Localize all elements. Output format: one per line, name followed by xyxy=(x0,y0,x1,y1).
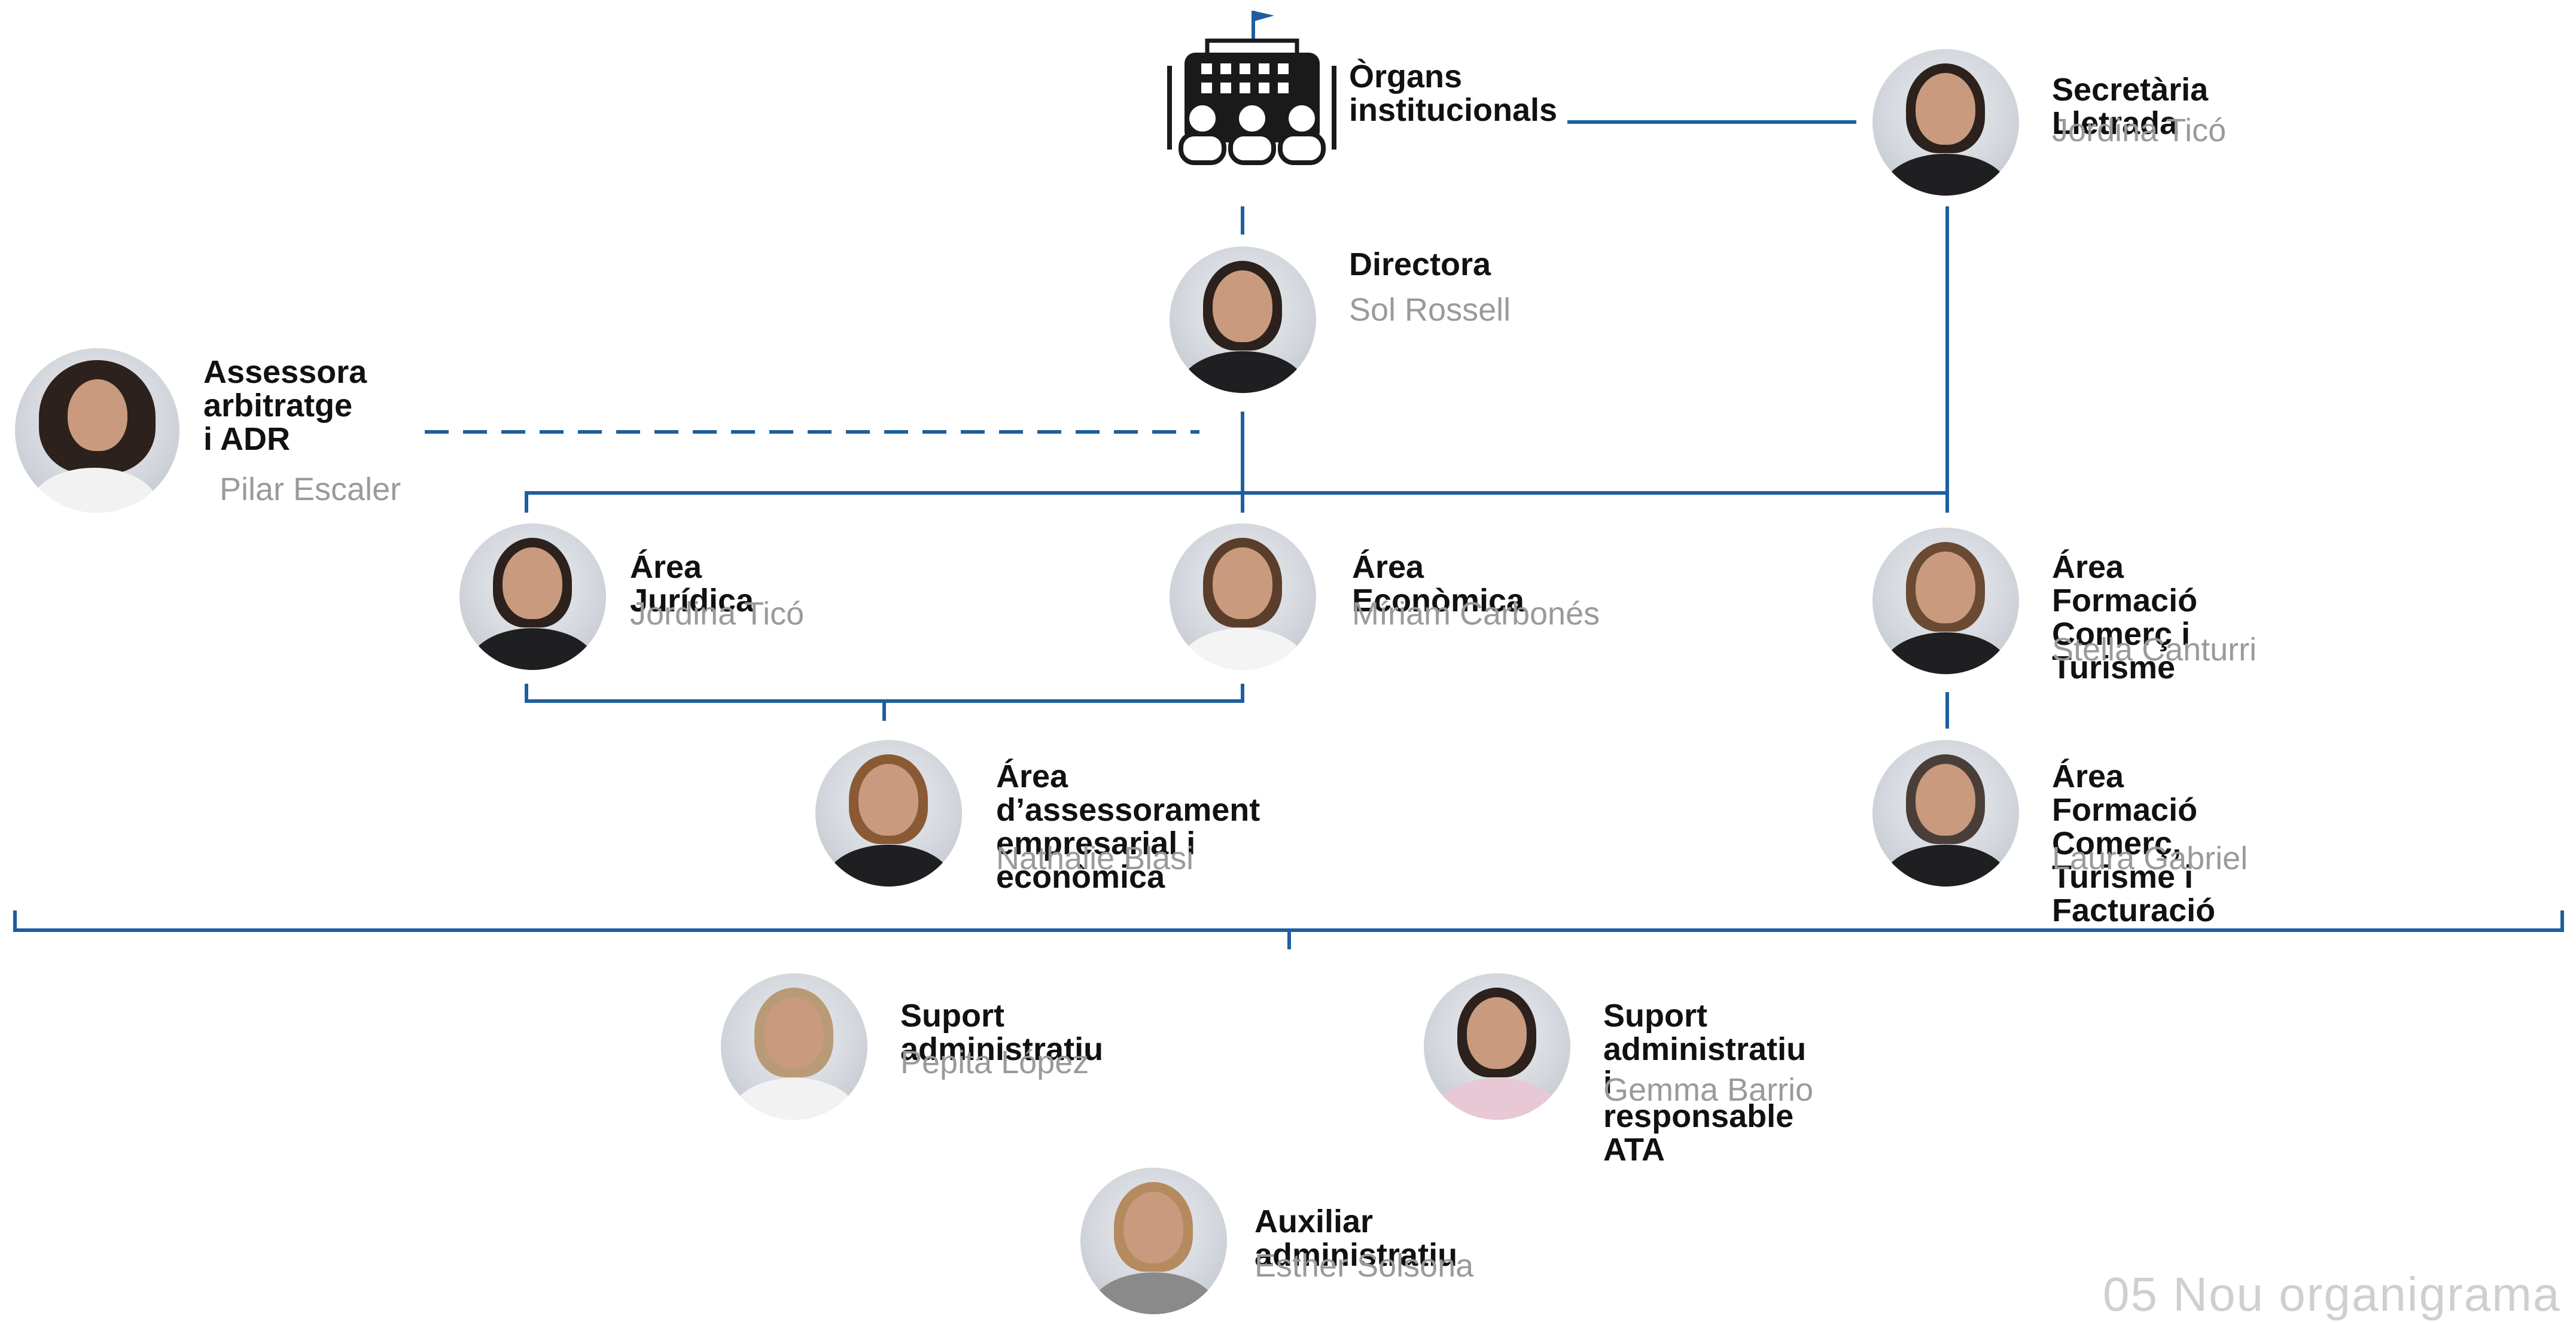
avatar xyxy=(1872,528,2019,674)
institution-board-icon xyxy=(1167,11,1336,165)
avatar xyxy=(1872,49,2019,196)
avatar xyxy=(1170,523,1316,670)
avatar xyxy=(459,523,606,670)
person-name: Jordina Ticó xyxy=(630,596,805,632)
role-title: Suport administratiu xyxy=(900,998,1104,1067)
page-footer: 05 Nou organigrama de xyxy=(2103,1268,2576,1321)
role-title: Secretària Lletrada xyxy=(2052,72,2209,141)
person-name: Nathalie Blasi xyxy=(996,840,1194,876)
person-name: Pepita López xyxy=(900,1044,1089,1080)
avatar xyxy=(1424,973,1570,1120)
institutional-bodies-label: Òrgans institucionals xyxy=(1349,59,1558,128)
role-title: Assessora arbitratge i ADR xyxy=(203,354,367,457)
role-title: Área Econòmica xyxy=(1352,549,1525,619)
person-name: Pilar Escaler xyxy=(220,471,401,507)
avatar xyxy=(1872,740,2019,887)
connector-areas-bracket xyxy=(525,491,1949,513)
role-title: Área Jurídica xyxy=(630,549,754,619)
person-name: Stella Canturri xyxy=(2052,632,2257,668)
person-name: Sol Rossell xyxy=(1349,292,1511,328)
person-name: Esther Solsona xyxy=(1254,1248,1474,1284)
person-name: Gemma Barrio xyxy=(1603,1072,1814,1108)
person-name: Jordina Ticó xyxy=(2052,112,2227,148)
avatar xyxy=(815,740,962,887)
role-title: Directora xyxy=(1349,246,1491,282)
avatar xyxy=(15,348,179,513)
avatar xyxy=(721,973,867,1120)
role-title: Auxiliar administratiu xyxy=(1254,1204,1458,1273)
role-title: Área Formació Comerç i Turisme xyxy=(2052,549,2198,686)
role-title: Área d’assessorament empresarial i econò… xyxy=(996,759,1260,895)
avatar xyxy=(1170,246,1316,393)
role-title: Área Formació Comerç, Turisme i Facturac… xyxy=(2052,759,2216,928)
connector-juridica-economica-bracket xyxy=(525,684,1244,703)
avatar xyxy=(1080,1168,1227,1314)
person-name: Laura Gabriel xyxy=(2052,840,2248,876)
role-title: Suport administratiu i responsable ATA xyxy=(1603,998,1807,1168)
person-name: Míriam Carbonés xyxy=(1352,596,1600,632)
